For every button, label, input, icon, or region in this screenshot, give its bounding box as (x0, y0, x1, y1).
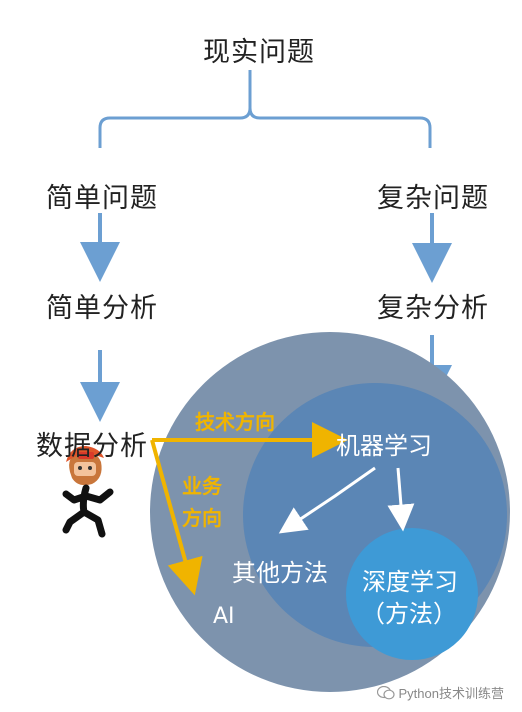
node-other-methods: 其他方法 (232, 559, 328, 587)
node-simple-analysis: 简单分析 (46, 293, 158, 324)
node-complex-problem: 复杂问题 (377, 183, 489, 214)
arrow-biz-direction (150, 439, 203, 596)
wechat-icon (376, 685, 395, 699)
edge-label-tech-direction: 技术方向 (195, 410, 275, 434)
node-ai: AI (213, 604, 235, 629)
arrow-ml-to-dl (387, 467, 415, 532)
dl-circle (346, 528, 478, 660)
node-complex-analysis: 复杂分析 (377, 293, 489, 324)
node-simple-problem: 简单问题 (46, 183, 158, 214)
branch-bracket (98, 70, 432, 148)
node-machine-learning: 机器学习 (336, 432, 432, 460)
node-data-analysis: 数据分析 (36, 431, 148, 462)
watermark-text: Python技术训练营 (398, 686, 504, 701)
edge-label-biz-line2: 方向 (182, 506, 222, 530)
watermark: Python技术训练营 (376, 683, 504, 702)
node-real-problem: 现实问题 (203, 37, 315, 68)
node-deep-learning: 深度学习 (362, 568, 458, 596)
arrow-ml-to-other (278, 466, 376, 534)
edge-label-biz-line1: 业务 (182, 474, 222, 498)
runner-icon (62, 446, 114, 538)
node-deep-learning-method: （方法） (361, 600, 457, 628)
